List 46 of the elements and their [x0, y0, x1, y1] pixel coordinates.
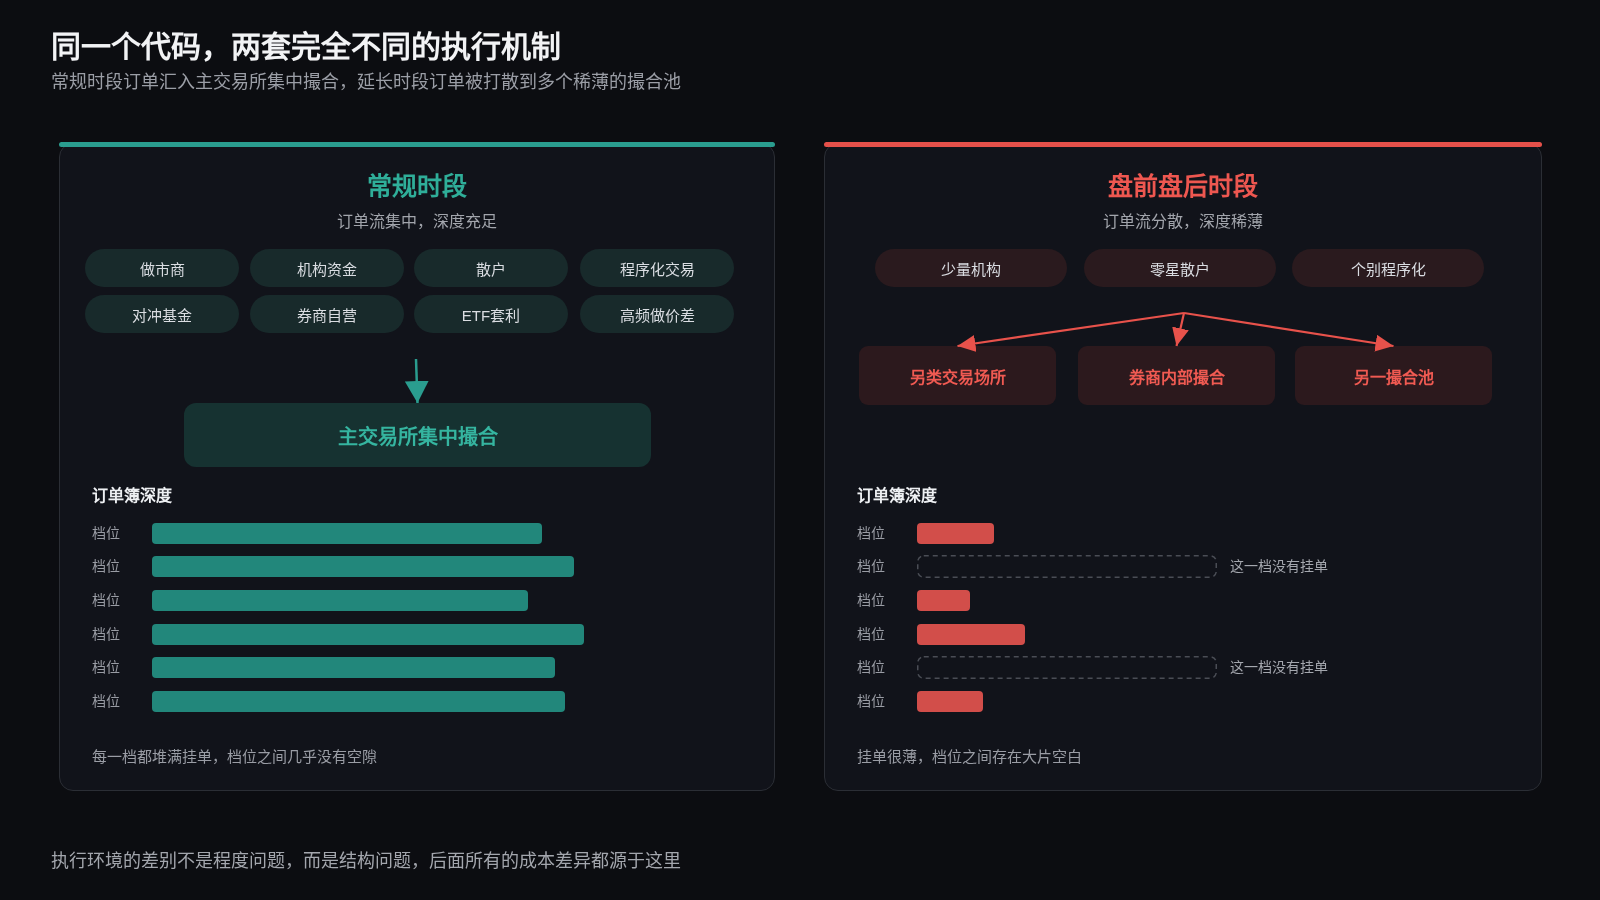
price-level-label: 档位	[857, 524, 885, 542]
page-title: 同一个代码，两套完全不同的执行机制	[51, 29, 561, 65]
matching-venue-card: 券商内部撮合	[1078, 346, 1275, 405]
section-heading: 订单簿深度	[857, 486, 937, 506]
price-level-label: 档位	[92, 692, 120, 710]
participant-chip: 做市商	[85, 249, 239, 287]
participant-chip: 机构资金	[250, 249, 404, 287]
participant-chip: 零星散户	[1084, 249, 1276, 287]
price-level-label: 档位	[92, 658, 120, 676]
flow-arrow	[1172, 312, 1189, 347]
participant-chip: 对冲基金	[85, 295, 239, 333]
price-level-label: 档位	[857, 625, 885, 643]
page-subtitle: 常规时段订单汇入主交易所集中撮合，延长时段订单被打散到多个稀薄的撮合池	[51, 71, 681, 94]
panel-heading: 常规时段	[367, 171, 467, 202]
panel-card	[59, 143, 775, 791]
participant-chip: 散户	[414, 249, 568, 287]
panel-footnote: 挂单很薄，档位之间存在大片空白	[857, 747, 1082, 767]
participant-chip: 个别程序化	[1292, 249, 1484, 287]
participant-chip: 少量机构	[875, 249, 1067, 287]
panel-subtitle: 订单流分散，深度稀薄	[1103, 212, 1263, 232]
panel-subtitle: 订单流集中，深度充足	[337, 212, 497, 232]
price-level-label: 档位	[92, 591, 120, 609]
section-heading: 订单簿深度	[92, 486, 172, 506]
participant-chip: ETF套利	[414, 295, 568, 333]
panel-card	[824, 143, 1542, 791]
panel-footnote: 每一档都堆满挂单，档位之间几乎没有空隙	[92, 747, 377, 767]
matching-venue-card: 另一撮合池	[1295, 346, 1492, 405]
price-level-label: 档位	[857, 658, 885, 676]
price-level-label: 档位	[857, 591, 885, 609]
participant-chip: 高频做价差	[580, 295, 734, 333]
caption-text: 执行环境的差别不是程度问题，而是结构问题，后面所有的成本差异都源于这里	[51, 850, 681, 873]
empty-level-note: 这一档没有挂单	[1230, 658, 1328, 676]
price-level-label: 档位	[92, 625, 120, 643]
price-level-label: 档位	[857, 692, 885, 710]
price-level-label: 档位	[92, 557, 120, 575]
empty-level-note: 这一档没有挂单	[1230, 557, 1328, 575]
flow-arrow	[957, 311, 1185, 352]
panel-heading: 盘前盘后时段	[1108, 171, 1258, 202]
participant-chip: 程序化交易	[580, 249, 734, 287]
price-level-label: 档位	[92, 524, 120, 542]
flow-arrow	[1183, 311, 1394, 352]
participant-chip: 券商自营	[250, 295, 404, 333]
matching-venue-card: 另类交易场所	[859, 346, 1056, 405]
price-level-label: 档位	[857, 557, 885, 575]
flow-arrow	[404, 358, 429, 404]
matching-venue-card: 主交易所集中撮合	[184, 403, 651, 467]
